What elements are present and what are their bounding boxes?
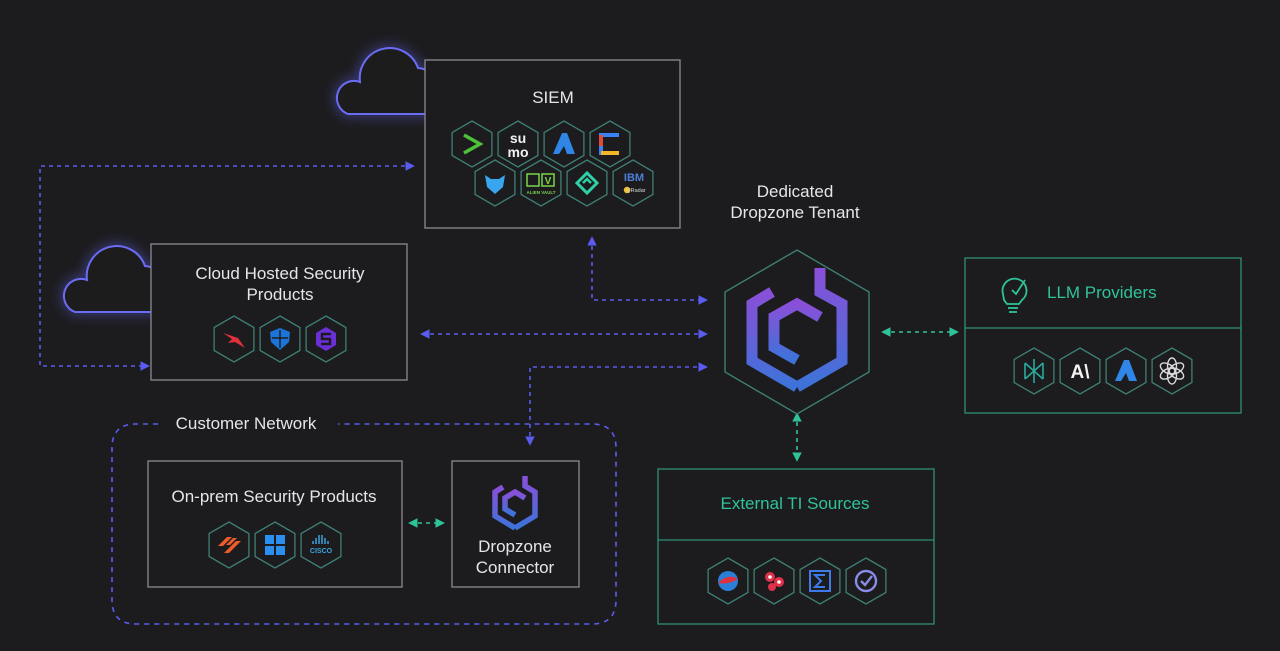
ibm-qradar-icon: IBM QRadar bbox=[612, 159, 654, 207]
azure-sentinel-icon bbox=[543, 120, 585, 168]
connector-siem-tenant bbox=[587, 236, 708, 305]
threat-intel-2-icon bbox=[753, 557, 795, 605]
connector-connector-tenant bbox=[525, 362, 708, 446]
alienvault-v: V bbox=[545, 176, 552, 187]
cisco-text: CISCO bbox=[310, 548, 333, 555]
cloud-products-title-line2: Products bbox=[246, 285, 313, 304]
dropzone-tenant-logo bbox=[724, 249, 870, 415]
tenant-title-line1: Dedicated bbox=[757, 182, 834, 201]
crowdstrike-icon bbox=[213, 315, 255, 363]
rapid7-icon bbox=[451, 120, 493, 168]
cloud-products-title-line1: Cloud Hosted Security bbox=[195, 264, 365, 283]
connector-title-line1: Dropzone bbox=[478, 537, 552, 556]
llm-title: LLM Providers bbox=[1047, 283, 1157, 302]
llm-box bbox=[964, 257, 1242, 414]
threat-intel-1-icon bbox=[707, 557, 749, 605]
connector-siem-cloud-loop bbox=[39, 161, 415, 371]
defender-shield-icon bbox=[259, 315, 301, 363]
siem-title: SIEM bbox=[532, 88, 574, 107]
perplexity-icon bbox=[1013, 347, 1055, 395]
exabeam-icon bbox=[566, 159, 608, 207]
openai-icon bbox=[1151, 347, 1193, 395]
alienvault-icon: V ALIEN VAULT bbox=[520, 159, 562, 207]
chronicle-icon bbox=[589, 120, 631, 168]
anthropic-text: A\ bbox=[1071, 362, 1091, 383]
qradar-text: QRadar bbox=[626, 188, 645, 194]
windows-icon bbox=[254, 521, 296, 569]
sentinelone-icon bbox=[305, 315, 347, 363]
cisco-icon: CISCO bbox=[300, 521, 342, 569]
panther-icon bbox=[474, 159, 516, 207]
sumo-logic-text-1: su bbox=[510, 130, 526, 146]
ti-title: External TI Sources bbox=[721, 494, 870, 513]
threat-intel-4-icon bbox=[845, 557, 887, 605]
ibm-text: IBM bbox=[624, 172, 644, 184]
customer-network-boundary bbox=[111, 423, 617, 625]
palo-alto-icon bbox=[208, 521, 250, 569]
threat-intel-3-icon bbox=[799, 557, 841, 605]
connector-title-line2: Connector bbox=[476, 558, 555, 577]
sumo-logic-text-2: mo bbox=[508, 144, 529, 160]
customer-network-title: Customer Network bbox=[176, 414, 317, 433]
ti-box bbox=[657, 468, 935, 625]
tenant-title-line2: Dropzone Tenant bbox=[730, 203, 859, 222]
dropzone-connector-logo bbox=[492, 476, 538, 531]
anthropic-icon: A\ bbox=[1059, 347, 1101, 395]
connectors bbox=[39, 161, 708, 446]
alienvault-text: ALIEN VAULT bbox=[526, 190, 555, 195]
lightbulb-check-icon bbox=[1001, 277, 1028, 313]
onprem-title: On-prem Security Products bbox=[171, 487, 376, 506]
azure-openai-icon bbox=[1105, 347, 1147, 395]
connector-box bbox=[451, 460, 580, 588]
